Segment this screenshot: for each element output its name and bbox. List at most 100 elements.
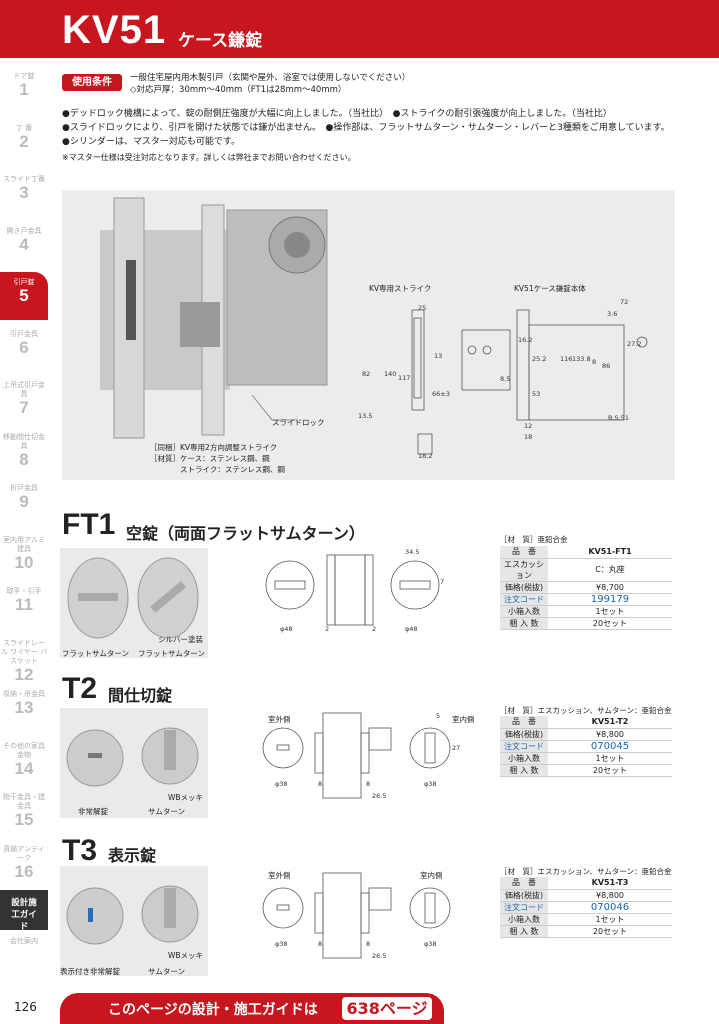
material-note-strike: ストライク：ステンレス鋼、鋼 <box>180 465 285 474</box>
spec-value: 1セット <box>548 752 672 765</box>
sidebar-item-label: 真鍮アンティーク <box>3 844 45 862</box>
spec-header: 注文コード <box>500 901 548 914</box>
sidebar-item-number: 2 <box>19 131 29 151</box>
dimension-label: 8 <box>366 780 371 788</box>
dimension-label: 13 <box>434 352 443 360</box>
sidebar-company[interactable]: 会社案内 <box>10 937 38 945</box>
t3-material: ［材 質］エスカッション、サムターン：亜鉛合金 <box>500 867 672 876</box>
feature-line-3: ●シリンダーは、マスター対応も可能です。 <box>62 137 240 147</box>
guide-page-link[interactable]: 638ページ <box>342 997 432 1020</box>
ft1-product-photo <box>60 548 208 658</box>
ft1-code: FT1 <box>62 508 116 541</box>
spec-header: 注文コード <box>500 740 548 753</box>
dimension-label: 53 <box>532 390 541 398</box>
dimension-label: φ48 <box>280 625 293 633</box>
spec-header: 小箱入数 <box>500 913 548 926</box>
t3-caption-2: サムターン <box>148 967 185 976</box>
dimension-label: φ38 <box>275 780 288 788</box>
spec-header: 注文コード <box>500 593 548 606</box>
dimension-label: 26.5 <box>372 952 387 960</box>
t3-code: T3 <box>62 834 98 867</box>
sidebar-item-number: 11 <box>15 595 33 614</box>
spec-header: 梱 入 数 <box>500 764 548 777</box>
t2-code: T2 <box>62 672 98 705</box>
order-code: 070045 <box>548 740 672 753</box>
dimension-label: 25 <box>418 304 427 312</box>
dimension-label: 3.6 <box>607 310 618 318</box>
dimension-label: 117 <box>398 374 411 382</box>
sidebar-item-number: 12 <box>14 664 34 684</box>
spec-value: KV51-FT1 <box>548 546 672 559</box>
spec-value: KV51-T2 <box>548 716 672 729</box>
t2-outside-label: 室外側 <box>268 715 291 724</box>
dimension-label: 7 <box>440 578 445 586</box>
dimension-label: 72 <box>620 298 629 306</box>
spec-value: 1セット <box>548 913 672 926</box>
conditions-line2: ◇対応戸厚：30mm〜40mm（FT1は28mm〜40mm） <box>130 85 347 95</box>
sidebar-item-number: 1 <box>19 80 29 99</box>
spec-header: 品 番 <box>500 877 548 890</box>
feature-line-1: ●デッドロック機構によって、錠の耐側圧強度が大幅に向上しました。（当社比） ●ス… <box>62 109 612 119</box>
sidebar-item-label: 丁 番 <box>15 123 33 132</box>
dimension-label: 8 <box>318 940 323 948</box>
t2-title: 間仕切錠 <box>108 686 173 705</box>
sidebar-item-number: 3 <box>19 183 29 202</box>
page-title: KV51 <box>62 8 167 52</box>
t3-title: 表示錠 <box>108 846 157 865</box>
main-product-area: スライドロック ［同梱］KV専用2方向調整ストライク ［材質］ケース：ステンレス… <box>62 190 675 480</box>
spec-header: 価格(税抜) <box>500 728 548 741</box>
dimension-label: B.S.51 <box>608 414 629 422</box>
dimension-label: 2 <box>372 625 377 633</box>
dimension-label: 5 <box>436 712 441 720</box>
sidebar-item-number: 9 <box>19 492 29 511</box>
guide-footer: このページの設計・施工ガイドは 638ページ <box>60 993 444 1024</box>
spec-header: 小箱入数 <box>500 605 548 618</box>
ft1-title: 空錠（両面フラットサムターン） <box>126 524 365 543</box>
dimension-label: 16.2 <box>518 336 533 344</box>
ft1-material: ［材 質］亜鉛合金 <box>500 535 568 544</box>
sidebar-item-number: 5 <box>19 286 29 305</box>
master-note: ※マスター仕様は受注対応となります。詳しくは弊社までお問い合わせください。 <box>62 153 356 162</box>
sidebar-item-label: 引戸錠 <box>13 278 35 286</box>
dimension-label: 26.5 <box>372 792 387 800</box>
dimension-label: φ38 <box>275 940 288 948</box>
sidebar-item-number: 14 <box>14 758 34 778</box>
t3-plating-label: WBメッキ <box>168 951 204 960</box>
spec-value: 20セット <box>548 764 672 777</box>
t3-product-photo <box>60 866 208 976</box>
dimension-label: 116 <box>560 355 573 363</box>
dimension-label: 25.2 <box>532 355 547 363</box>
sidebar-item-number: 13 <box>14 698 34 717</box>
spec-header: 小箱入数 <box>500 752 548 765</box>
sidebar-item-number: 15 <box>14 810 34 829</box>
spec-value: 1セット <box>548 605 672 618</box>
strike-label: KV専用ストライク <box>369 284 432 293</box>
order-code: 070046 <box>548 901 672 914</box>
spec-value: 20セット <box>548 925 672 938</box>
page-number: 126 <box>14 1000 37 1014</box>
dimension-label: 13.5 <box>358 412 373 420</box>
sidebar-guide[interactable]: 設計施工ガイド <box>0 890 48 932</box>
spec-header: 価格(税抜) <box>500 889 548 902</box>
feature-line-2: ●スライドロックにより、引戸を開けた状態では鎌が出ません。 ●操作部は、フラット… <box>62 123 670 133</box>
dimension-label: 27 <box>452 744 461 752</box>
page-header: KV51 ケース鎌錠 <box>0 0 719 58</box>
